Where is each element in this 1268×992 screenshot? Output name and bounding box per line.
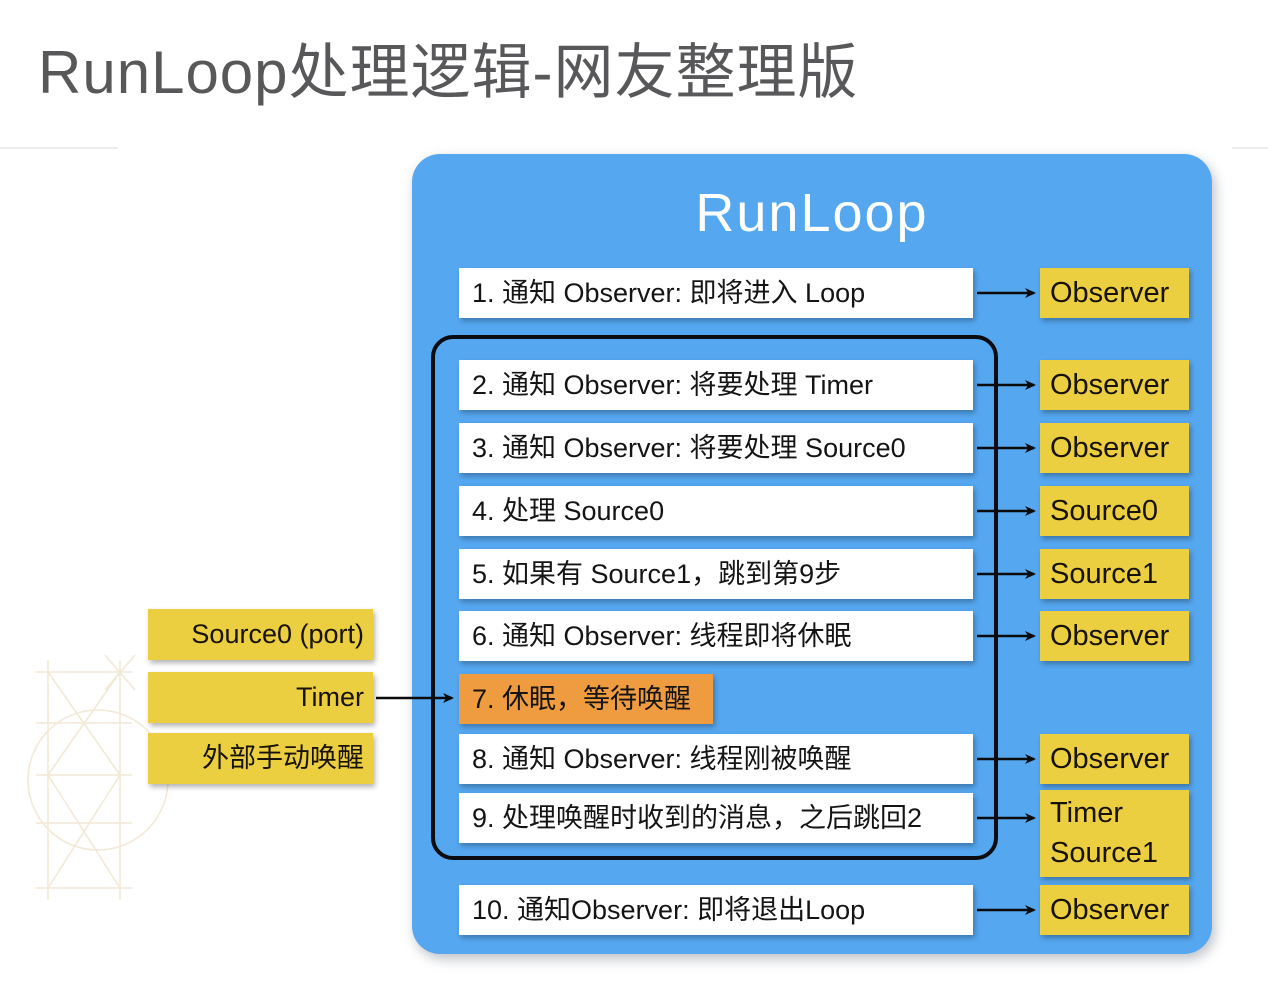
wake-source-manual: 外部手动唤醒 [148, 733, 373, 784]
runloop-container-label: RunLoop [695, 183, 929, 243]
target-observer-step3: Observer [1040, 423, 1189, 473]
step-2-box: 2. 通知 Observer: 将要处理 Timer [459, 360, 973, 410]
target-timer-source1-step9: Timer Source1 [1040, 790, 1189, 877]
page-title: RunLoop处理逻辑-网友整理版 [38, 39, 859, 106]
step-5-box: 5. 如果有 Source1，跳到第9步 [459, 549, 973, 599]
slide-guide-line-right [1232, 147, 1268, 149]
step-10-box: 10. 通知Observer: 即将退出Loop [459, 885, 973, 935]
target-observer-step2: Observer [1040, 360, 1189, 410]
target-source0-step4: Source0 [1040, 486, 1189, 536]
step-3-box: 3. 通知 Observer: 将要处理 Source0 [459, 423, 973, 473]
step-9-box: 9. 处理唤醒时收到的消息，之后跳回2 [459, 793, 973, 843]
step-4-box: 4. 处理 Source0 [459, 486, 973, 536]
target-observer-step8: Observer [1040, 734, 1189, 784]
wake-source-timer: Timer [148, 672, 373, 723]
target-observer-step6: Observer [1040, 611, 1189, 661]
target-timer-line: Timer [1050, 797, 1124, 829]
step-1-box: 1. 通知 Observer: 即将进入 Loop [459, 268, 973, 318]
target-source1-line: Source1 [1050, 837, 1159, 869]
target-observer-step10: Observer [1040, 885, 1189, 935]
wake-source-source0-port: Source0 (port) [148, 609, 373, 660]
step-6-box: 6. 通知 Observer: 线程即将休眠 [459, 611, 973, 661]
loop-cycle-border [431, 335, 998, 860]
target-source1-step5: Source1 [1040, 549, 1189, 599]
target-observer-step1: Observer [1040, 268, 1189, 318]
slide-guide-line-left [0, 147, 118, 149]
step-8-box: 8. 通知 Observer: 线程刚被唤醒 [459, 734, 973, 784]
step-7-box-highlighted: 7. 休眠，等待唤醒 [459, 674, 713, 724]
